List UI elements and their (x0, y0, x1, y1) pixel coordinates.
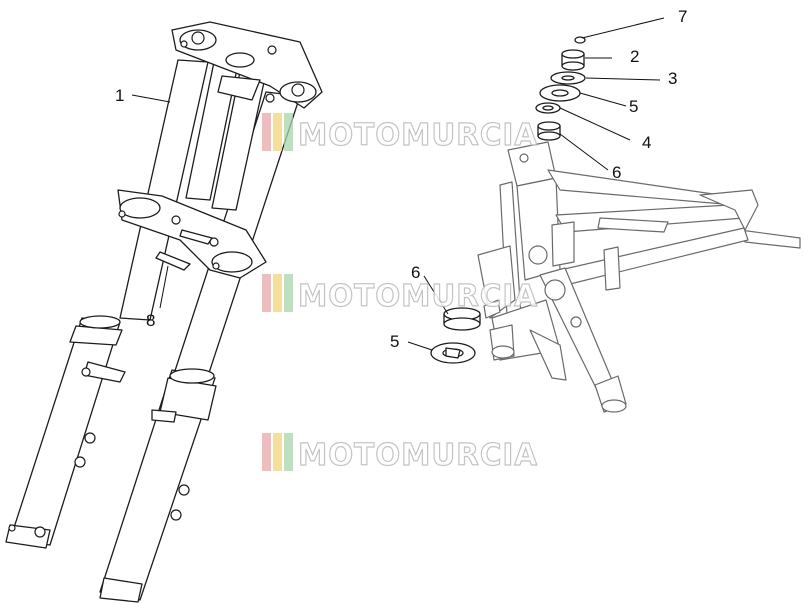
callout-seal-lower: 5 (390, 332, 399, 351)
callout-cap-nut: 7 (678, 7, 687, 26)
callout-fork-leg: 1 (115, 86, 124, 105)
watermark-stripe-red (262, 113, 271, 151)
watermark-stripe-red (262, 433, 271, 471)
watermark-stripe-green (284, 433, 293, 471)
cap-nut-part (574, 36, 586, 44)
watermark-text: MOTOMURCIA (298, 279, 538, 314)
left-fork-stanchion (119, 59, 209, 321)
watermark-stripe-green (284, 274, 293, 312)
callout-plate: 8 (146, 311, 155, 330)
callout-labels: 1 8 7 2 3 5 4 6 6 5 (115, 7, 687, 351)
plate-part (155, 251, 191, 271)
watermark-text: MOTOMURCIA (298, 438, 538, 473)
watermark-stripe-yellow (273, 433, 282, 471)
leader-lines (131, 17, 665, 351)
callout-bearing-upper: 6 (612, 163, 621, 182)
watermark-text: MOTOMURCIA (298, 118, 538, 153)
watermark-stripe-yellow (273, 274, 282, 312)
watermark-2: MOTOMURCIA (262, 274, 538, 315)
watermark-stripe-yellow (273, 113, 282, 151)
steering-head-parts (430, 36, 586, 364)
callout-washer: 3 (668, 69, 677, 88)
watermark-stripe-green (284, 113, 293, 151)
callout-seal-upper: 5 (629, 97, 638, 116)
watermark-3: MOTOMURCIA (262, 433, 538, 474)
front-fork-assembly (5, 21, 323, 603)
callout-bearing-lower: 6 (411, 263, 420, 282)
watermark-stripe-red (262, 274, 271, 312)
callout-ring-nut: 2 (630, 47, 639, 66)
motorcycle-frame (477, 141, 801, 413)
watermark-1: MOTOMURCIA (262, 113, 538, 154)
left-fork-slider (9, 317, 121, 546)
callout-bearing-cage: 4 (642, 133, 651, 152)
